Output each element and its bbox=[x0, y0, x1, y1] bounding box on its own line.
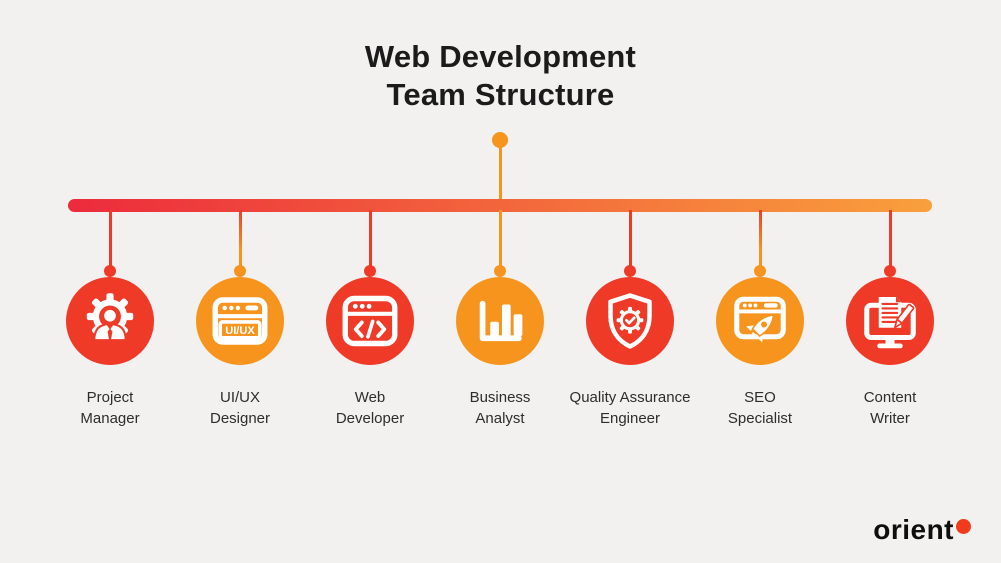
role-icon-circle: UI/UX bbox=[196, 277, 284, 365]
timeline-top-dot bbox=[492, 132, 508, 148]
role-label-line-2: Developer bbox=[335, 410, 405, 427]
logo-dot-icon bbox=[956, 519, 971, 534]
role-label-line-1: Web bbox=[354, 389, 386, 406]
role-label-line-1: Content bbox=[863, 389, 917, 406]
role-connector-line bbox=[758, 210, 762, 267]
role-column-5: SEO Specialist bbox=[680, 199, 840, 459]
role-connector-line bbox=[628, 210, 632, 267]
role-label-line-2: Engineer bbox=[599, 410, 661, 427]
timeline-bar bbox=[68, 199, 932, 212]
role-label-line-2: Designer bbox=[209, 410, 271, 427]
role-column-1: UI/UX UI/UX Designer bbox=[160, 199, 320, 459]
role-label-line-1: Business bbox=[469, 389, 531, 406]
title-line-1: Web Development bbox=[364, 39, 637, 74]
timeline-top-connector bbox=[498, 146, 502, 206]
role-connector-dot bbox=[754, 265, 766, 277]
role-label-line-2: Specialist bbox=[727, 410, 793, 427]
shield-check-icon bbox=[608, 293, 652, 349]
role-label-line-1: SEO bbox=[744, 389, 776, 406]
role-icon-circle bbox=[456, 277, 544, 365]
role-connector-dot bbox=[104, 265, 116, 277]
role-connector-line bbox=[498, 210, 502, 267]
logo-text: orient bbox=[873, 514, 954, 545]
role-label-line-2: Manager bbox=[80, 410, 140, 427]
role-label-line-1: Quality Assurance bbox=[569, 389, 691, 406]
role-label-line-2: Analyst bbox=[475, 410, 525, 427]
role-label: UI/UX Designer bbox=[160, 387, 320, 429]
role-connector-line bbox=[368, 210, 372, 267]
role-icon-circle bbox=[846, 277, 934, 365]
role-label: SEO Specialist bbox=[680, 387, 840, 429]
monitor-writing-icon bbox=[864, 297, 916, 349]
role-icon-circle bbox=[716, 277, 804, 365]
role-icon-circle bbox=[66, 277, 154, 365]
svg-text:UI/UX: UI/UX bbox=[225, 325, 255, 337]
role-icon-circle bbox=[586, 277, 674, 365]
gear-person-icon bbox=[86, 293, 134, 342]
browser-rocket-icon bbox=[734, 296, 786, 343]
bar-chart-icon bbox=[479, 300, 523, 342]
role-connector-line bbox=[888, 210, 892, 267]
browser-code-icon bbox=[342, 295, 398, 347]
role-label-line-1: UI/UX bbox=[219, 389, 260, 406]
role-connector-dot bbox=[234, 265, 246, 277]
role-icon-circle bbox=[326, 277, 414, 365]
role-label-line-2: Writer bbox=[870, 410, 910, 427]
role-label-line-1: Project bbox=[86, 389, 134, 406]
browser-uiux-icon: UI/UX bbox=[212, 297, 268, 345]
page-title: Web Development Team Structure bbox=[0, 38, 1001, 114]
role-connector-dot bbox=[624, 265, 636, 277]
role-connector-line bbox=[238, 210, 242, 267]
role-connector-dot bbox=[364, 265, 376, 277]
title-line-2: Team Structure bbox=[386, 77, 615, 112]
role-connector-line bbox=[108, 210, 112, 267]
orient-logo: orient bbox=[873, 516, 971, 544]
role-connector-dot bbox=[494, 265, 506, 277]
role-connector-dot bbox=[884, 265, 896, 277]
